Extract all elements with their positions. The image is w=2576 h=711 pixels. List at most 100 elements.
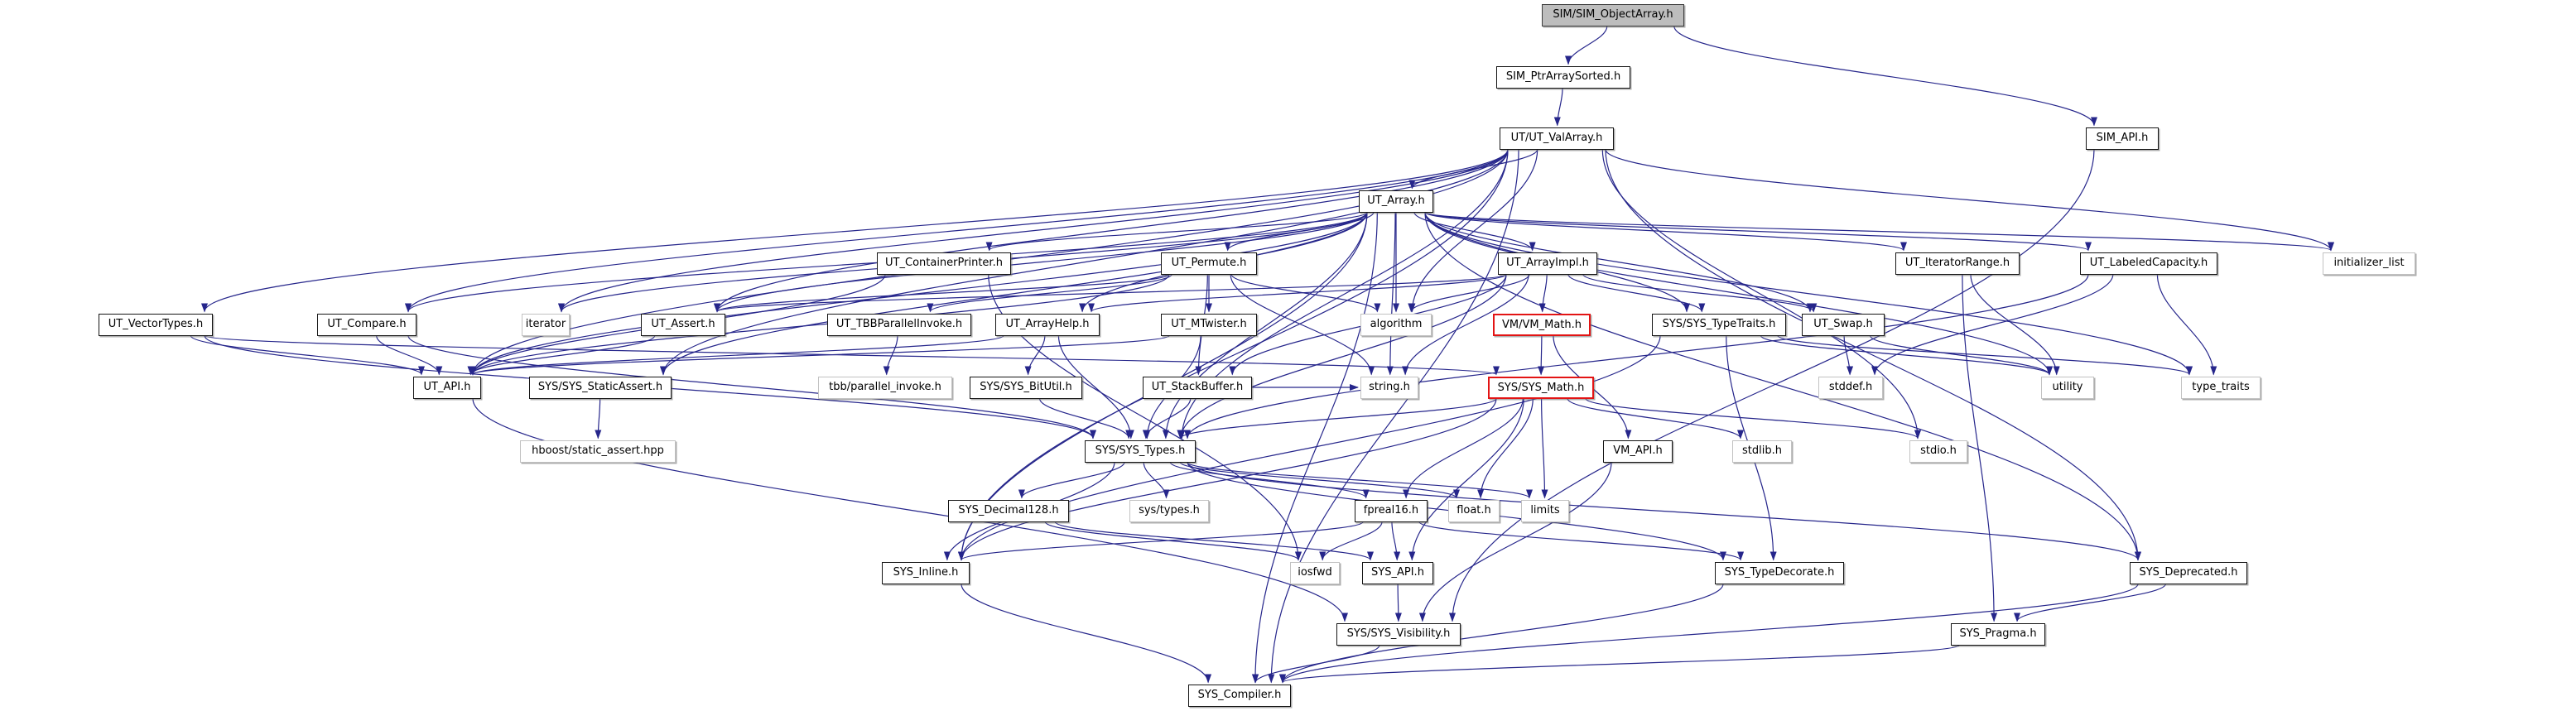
edge-sysTypeTraits-to-utilityH (1760, 334, 2053, 376)
edge-utSwap-to-utilityH (1869, 335, 2053, 376)
node-sysTypeTraits[interactable]: SYS/SYS_TypeTraits.h (1652, 313, 1786, 336)
node-visibility[interactable]: SYS/SYS_Visibility.h (1336, 622, 1461, 646)
edge-arrayHelp-to-utApi (469, 334, 1004, 376)
edge-compare-to-utApi (376, 335, 443, 376)
node-mtwister[interactable]: UT_MTwister.h (1161, 313, 1257, 336)
edge-permute-to-tbbInvoke (927, 273, 1172, 313)
edge-valArray-to-initList (1605, 149, 2334, 252)
edge-labeledCap-to-stddefH (1871, 274, 2114, 376)
node-tbbInvoke[interactable]: UT_TBBParallelInvoke.h (827, 313, 971, 336)
node-bitUtil[interactable]: SYS/SYS_BitUtil.h (970, 376, 1082, 399)
edge-valArray-to-stdioH (1601, 149, 1921, 440)
edge-arrayHelp-to-bitUtil (1024, 335, 1046, 376)
edge-permute-to-utApi (469, 274, 1170, 376)
edge-arrayImpl-to-stringH (1402, 274, 1529, 376)
node-vmMath[interactable]: VM/VM_Math.h (1493, 313, 1591, 336)
edge-sysTypes-to-deprecated (1187, 462, 2141, 561)
edge-fpreal16-to-typeDecorate (1418, 521, 1744, 561)
edge-sysMath-to-sysTypes (1177, 397, 1497, 440)
node-stackBuffer[interactable]: UT_StackBuffer.h (1143, 376, 1252, 399)
node-decimal128[interactable]: SYS_Decimal128.h (948, 499, 1069, 522)
node-vecTypes[interactable]: UT_VectorTypes.h (99, 313, 213, 336)
node-compare[interactable]: UT_Compare.h (317, 313, 416, 336)
node-arrayImpl[interactable]: UT_ArrayImpl.h (1498, 252, 1597, 275)
edge-simPtr-to-valArray (1553, 88, 1563, 127)
node-valArray[interactable]: UT/UT_ValArray.h (1500, 127, 1614, 150)
edge-deprecated-to-pragma (2014, 584, 2166, 622)
node-deprecated[interactable]: SYS_Deprecated.h (2130, 561, 2247, 584)
node-staticAssert[interactable]: SYS/SYS_StaticAssert.h (529, 376, 672, 399)
edge-sysMath-to-fpreal16 (1403, 398, 1524, 499)
edge-visibility-to-compiler (1252, 645, 1380, 684)
node-sysTypes[interactable]: SYS/SYS_Types.h (1085, 440, 1196, 463)
node-hboost: hboost/static_assert.hpp (520, 440, 676, 463)
node-iterator: iterator (522, 313, 570, 336)
node-simObj: SIM/SIM_ObjectArray.h (1542, 3, 1684, 26)
edge-decimal128-to-iosfwd (1044, 521, 1302, 561)
edge-utSwap-to-stddefH (1843, 335, 1854, 376)
edges-group (190, 26, 2334, 684)
edge-arrayImpl-to-sysTypeTraits (1567, 274, 1706, 313)
node-pragma[interactable]: SYS_Pragma.h (1951, 622, 2045, 646)
edge-tbbInvoke-to-tbbParallel (883, 335, 898, 376)
node-initList: initializer_list (2323, 252, 2415, 275)
node-sysMath[interactable]: SYS/SYS_Math.h (1488, 376, 1594, 399)
node-contPrinter[interactable]: UT_ContainerPrinter.h (877, 252, 1011, 275)
node-sysApi[interactable]: SYS_API.h (1362, 561, 1433, 584)
edge-vmMath-to-sysMath (1538, 335, 1545, 376)
edge-arrayHelp-to-sysTypes (1057, 335, 1134, 440)
node-vmApi[interactable]: VM_API.h (1603, 440, 1673, 463)
node-utApi[interactable]: UT_API.h (413, 376, 481, 399)
node-floatH: float.h (1448, 499, 1500, 522)
edge-sysTypes-to-limitsH (1187, 461, 1533, 499)
node-stdTypeTraits: type_traits (2181, 376, 2261, 399)
edge-decimal128-to-sysApi (1054, 521, 1374, 561)
node-stdlibH: stdlib.h (1732, 440, 1792, 463)
edge-arrayImpl-to-arrayHelp (1088, 273, 1507, 313)
edge-assert-to-utApi (467, 335, 656, 376)
edge-arrayImpl-to-utSwap (1582, 273, 1818, 313)
node-typeDecorate[interactable]: SYS_TypeDecorate.h (1715, 561, 1844, 584)
node-utSwap[interactable]: UT_Swap.h (1802, 313, 1885, 336)
node-simPtr[interactable]: SIM_PtrArraySorted.h (1496, 65, 1630, 89)
edge-arrayImpl-to-algorithm (1408, 274, 1530, 313)
edge-arrayImpl-to-vmMath (1538, 274, 1548, 313)
edge-simObj-to-simApi (1673, 26, 2097, 127)
node-compiler[interactable]: SYS_Compiler.h (1188, 684, 1291, 707)
edge-sysMath-to-stdioH (1585, 397, 1921, 440)
edge-valArray-to-vecTypes (201, 149, 1509, 313)
edge-vecTypes-to-sysMath (204, 334, 1500, 376)
node-iterRange[interactable]: UT_IteratorRange.h (1895, 252, 2020, 275)
node-simApi[interactable]: SIM_API.h (2086, 127, 2159, 150)
edge-sysApi-to-visibility (1394, 584, 1402, 622)
edge-utArray-to-deprecated (1424, 212, 2141, 561)
edge-sysTypes-to-unixTypes (1143, 462, 1170, 499)
node-utArray[interactable]: UT_Array.h (1359, 190, 1433, 213)
edge-stackBuffer-to-sysTypes (1142, 398, 1192, 440)
edge-sysMath-to-sysInline (958, 398, 1497, 561)
edge-compare-to-sysTypes (407, 335, 1096, 440)
node-labeledCap[interactable]: UT_LabeledCapacity.h (2080, 252, 2217, 275)
node-permute[interactable]: UT_Permute.h (1161, 252, 1257, 275)
node-stddefH: stddef.h (1818, 376, 1883, 399)
node-utilityH: utility (2041, 376, 2094, 399)
edge-utArray-to-stringH (1386, 212, 1396, 376)
node-unixTypes: sys/types.h (1129, 499, 1209, 522)
edge-pragma-to-compiler (1279, 644, 1960, 684)
node-tbbParallel: tbb/parallel_invoke.h (818, 376, 952, 399)
edge-valArray-to-iterator (558, 149, 1509, 313)
node-sysInline[interactable]: SYS_Inline.h (882, 561, 970, 584)
node-assert[interactable]: UT_Assert.h (641, 313, 725, 336)
node-arrayHelp[interactable]: UT_ArrayHelp.h (995, 313, 1100, 336)
edge-staticAssert-to-hboost (595, 398, 602, 440)
edge-iterRange-to-utilityH (1970, 274, 2060, 376)
edge-valArray-to-assert (714, 149, 1509, 313)
edge-utArray-to-contPrinter (985, 211, 1368, 252)
node-fpreal16[interactable]: fpreal16.h (1355, 499, 1428, 522)
edge-fpreal16-to-sysInline (958, 521, 1364, 561)
edge-sysMath-to-stdlibH (1567, 398, 1744, 440)
edge-arrayImpl-to-assert (714, 273, 1507, 313)
edge-labeledCap-to-sysTypes (1184, 274, 2089, 440)
